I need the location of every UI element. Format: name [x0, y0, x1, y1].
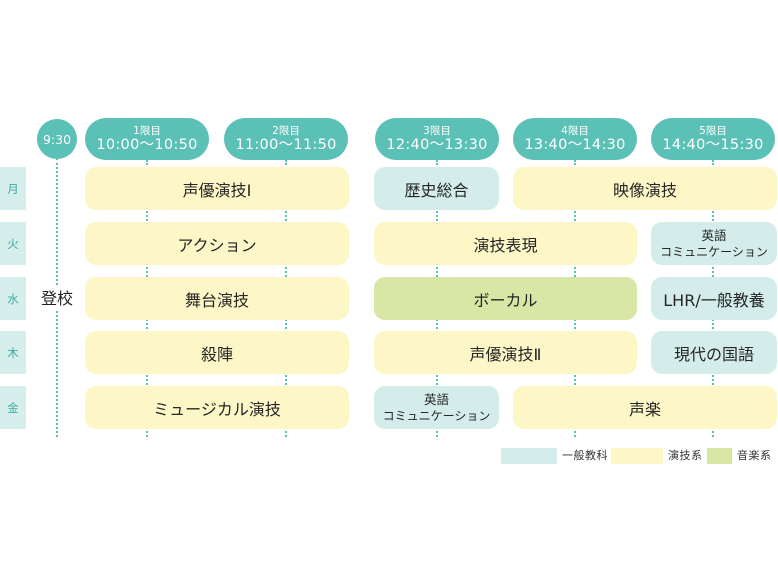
period-label: 3限目 [423, 124, 451, 137]
class-name-line-2: コミュニケーション [660, 244, 768, 259]
period-label: 5限目 [699, 124, 727, 137]
day-label-mon: 月 [0, 167, 26, 210]
class-cell-mon-2: 歴史総合 [374, 167, 499, 210]
legend-label-general: 一般教科 [562, 449, 608, 462]
period-header-2: 2限目 11:00〜11:50 [224, 118, 348, 160]
class-name: 英語 [423, 391, 449, 407]
class-name: 舞台演技 [184, 290, 249, 310]
class-cell-fri-3: 声楽 [513, 386, 777, 429]
class-name: 殺陣 [200, 344, 233, 364]
class-name: 演技表現 [473, 235, 538, 255]
period-header-4: 4限目 13:40〜14:30 [513, 118, 637, 160]
class-name: 現代の国語 [673, 344, 754, 364]
class-name: 声楽 [628, 399, 661, 419]
timetable-row-fri: ミュージカル演技 英語 コミュニケーション 声楽 [0, 386, 778, 429]
class-cell-wed-1: 舞台演技 [85, 277, 349, 320]
timetable-row-mon: 声優演技Ⅰ 歴史総合 映像演技 [0, 167, 778, 210]
class-name-line-2: コミュニケーション [382, 408, 491, 423]
period-time: 11:00〜11:50 [235, 136, 337, 153]
class-cell-fri-1: ミュージカル演技 [85, 386, 349, 429]
period-label: 2限目 [272, 124, 300, 137]
class-name: ボーカル [473, 290, 538, 310]
day-label-thu: 木 [0, 331, 26, 374]
class-cell-tue-3: 英語 コミュニケーション [651, 222, 777, 265]
period-time: 12:40〜13:30 [386, 136, 488, 153]
class-cell-tue-2: 演技表現 [374, 222, 637, 265]
legend-swatch-music [707, 448, 732, 464]
class-cell-mon-1: 声優演技Ⅰ [85, 167, 349, 210]
class-name: ミュージカル演技 [153, 399, 281, 419]
legend-swatch-acting [611, 448, 663, 464]
class-cell-wed-3: LHR/一般教養 [651, 277, 777, 320]
period-time: 13:40〜14:30 [524, 136, 626, 153]
timetable-row-wed: 舞台演技 ボーカル LHR/一般教養 [0, 277, 778, 320]
arrival-label: 登校 [37, 285, 77, 309]
class-name: 声優演技Ⅱ [469, 344, 542, 364]
period-time: 10:00〜10:50 [96, 136, 198, 153]
class-cell-tue-1: アクション [85, 222, 349, 265]
class-cell-thu-2: 声優演技Ⅱ [374, 331, 637, 374]
legend-label-acting: 演技系 [668, 449, 703, 462]
day-label-fri: 金 [0, 386, 26, 429]
class-name: 英語 [701, 227, 727, 243]
day-label-tue: 火 [0, 222, 26, 265]
class-cell-thu-3: 現代の国語 [651, 331, 777, 374]
period-time: 14:40〜15:30 [662, 136, 764, 153]
class-name: アクション [177, 235, 257, 255]
class-cell-thu-1: 殺陣 [85, 331, 349, 374]
class-name: 歴史総合 [404, 180, 469, 200]
day-label-wed: 水 [0, 277, 26, 320]
timetable-row-thu: 殺陣 声優演技Ⅱ 現代の国語 [0, 331, 778, 374]
period-label: 1限目 [133, 124, 161, 137]
class-cell-wed-2: ボーカル [374, 277, 637, 320]
class-cell-fri-2: 英語 コミュニケーション [374, 386, 499, 429]
class-name: 声優演技Ⅰ [182, 180, 252, 200]
arrival-time-badge: 9:30 [37, 119, 77, 159]
legend-label-music: 音楽系 [737, 449, 772, 462]
class-name: 映像演技 [612, 180, 677, 200]
timetable-row-tue: アクション 演技表現 英語 コミュニケーション [0, 222, 778, 265]
legend-swatch-general [501, 448, 557, 464]
period-header-5: 5限目 14:40〜15:30 [651, 118, 775, 160]
period-label: 4限目 [561, 124, 589, 137]
class-cell-mon-3: 映像演技 [513, 167, 777, 210]
class-name: LHR/一般教養 [663, 290, 765, 310]
period-header-1: 1限目 10:00〜10:50 [85, 118, 209, 160]
period-header-3: 3限目 12:40〜13:30 [375, 118, 499, 160]
